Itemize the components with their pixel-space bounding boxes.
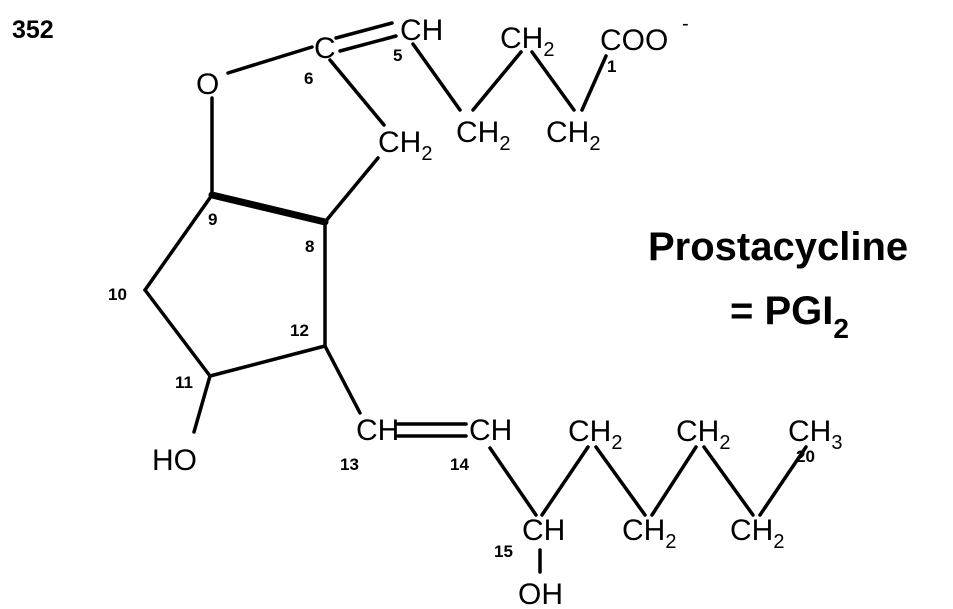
bond-c10-c11: [143, 288, 212, 378]
number-5: 5: [393, 46, 402, 65]
number-8: 8: [305, 237, 314, 256]
atom-ch2-upper-c2: CH2: [546, 116, 600, 155]
number-9: 9: [208, 210, 217, 229]
compound-name: Prostacycline: [648, 225, 908, 269]
bond-c19-c20: [758, 445, 808, 517]
bond-c12-c13: [323, 344, 362, 415]
bond-c5-c4: [411, 42, 462, 112]
bond-c18-c19: [702, 445, 755, 517]
bond-c17-c18: [650, 445, 698, 517]
atom-ho-left: HO: [152, 444, 197, 477]
atom-ch2-ring-c7: CH2: [378, 126, 432, 165]
atom-c14: CH: [469, 414, 512, 447]
bond-c6-c5-a: [334, 21, 394, 40]
compound-abbreviation: = PGI2: [730, 289, 849, 344]
figure-number: 352: [12, 16, 54, 44]
bond-c6-c7: [328, 58, 386, 127]
bond-c11-c12: [208, 344, 327, 378]
atom-labels: O C CH CH2 CH2 CH2 CH2 COO - HO CH CH CH…: [152, 13, 842, 609]
number-1: 1: [607, 57, 616, 76]
atom-ch2-lower-c19: CH2: [730, 514, 784, 553]
bond-c4-c3: [471, 50, 523, 112]
bond-c9-c8-wedge: [208, 191, 329, 226]
bond-c14-c15: [488, 446, 538, 517]
carbon-numbers: 1 5 6 8 9 10 11 12 13 14 15 20: [108, 46, 815, 561]
carboxylate-charge: -: [682, 13, 689, 35]
atom-oh-bottom: OH: [518, 578, 563, 609]
atom-ch2-lower-c17: CH2: [622, 514, 676, 553]
bonds: [143, 21, 808, 574]
number-15: 15: [494, 542, 513, 561]
number-20: 20: [796, 447, 815, 466]
bond-c16-c17: [594, 445, 647, 517]
number-6: 6: [304, 69, 313, 88]
number-14: 14: [450, 455, 469, 474]
atom-carboxylate: COO: [600, 24, 668, 57]
bond-c3-c2: [530, 50, 576, 112]
atom-ch3-terminal: CH3: [788, 415, 842, 454]
number-10: 10: [108, 285, 127, 304]
atom-c6: C: [314, 32, 336, 65]
atom-c13: CH: [356, 414, 399, 447]
bond-c15-c16: [540, 445, 590, 517]
atom-ch2-lower-c16: CH2: [568, 415, 622, 454]
number-12: 12: [290, 321, 309, 340]
bond-c7-c8: [323, 156, 380, 224]
bond-c11-oh: [192, 374, 212, 434]
atom-c5: CH: [400, 14, 443, 47]
number-11: 11: [175, 373, 193, 392]
atom-ch2-upper-c3: CH2: [500, 22, 554, 61]
bond-c2-c1: [580, 54, 608, 112]
atom-ch2-lower-c18: CH2: [676, 415, 730, 454]
bond-c9-c10: [143, 193, 214, 292]
atom-ring-oxygen: O: [196, 68, 219, 101]
atom-c15: CH: [522, 514, 565, 547]
atom-ch2-upper-c4: CH2: [456, 116, 510, 155]
bond-c6-c5-b: [338, 34, 398, 53]
number-13: 13: [340, 455, 359, 474]
bond-o-c6: [226, 45, 314, 75]
